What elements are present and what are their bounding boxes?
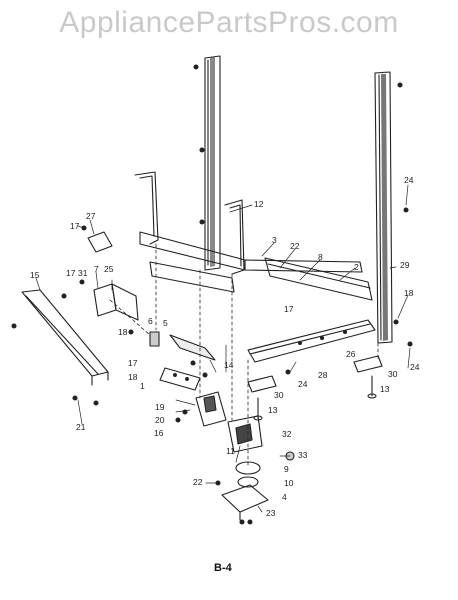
callout-8: 8 bbox=[318, 252, 323, 262]
left-base-plate bbox=[21, 289, 109, 386]
callout-30-a: 30 bbox=[274, 390, 284, 400]
part-30-left bbox=[247, 375, 277, 393]
callout-17-c: 17 bbox=[128, 358, 138, 368]
callout-11: 11 bbox=[226, 446, 235, 456]
assembly-16 bbox=[195, 391, 227, 427]
callout-30-b: 30 bbox=[388, 369, 398, 379]
callout-28: 28 bbox=[318, 370, 328, 380]
callout-7: 7 bbox=[94, 264, 99, 274]
callout-1: 1 bbox=[140, 381, 145, 391]
callout-19: 19 bbox=[155, 402, 165, 412]
callout-3: 3 bbox=[272, 235, 277, 245]
rear-frame bbox=[134, 171, 363, 293]
front-crossbar bbox=[247, 319, 376, 363]
callout-18-c: 18 bbox=[404, 288, 414, 298]
leader-lines bbox=[35, 184, 411, 513]
callout-6: 6 bbox=[148, 316, 153, 326]
callout-22-b: 22 bbox=[193, 477, 203, 487]
part-1-assembly bbox=[159, 367, 201, 391]
studs-13 bbox=[253, 375, 377, 421]
callout-26: 26 bbox=[346, 349, 356, 359]
callout-27: 27 bbox=[86, 211, 96, 221]
callout-18-a: 18 bbox=[118, 327, 128, 337]
callout-23: 23 bbox=[266, 508, 276, 518]
callout-12: 12 bbox=[254, 199, 264, 209]
right-vertical-rail bbox=[374, 71, 403, 344]
callout-2: 2 bbox=[354, 262, 359, 272]
assembly-guides bbox=[109, 243, 379, 466]
callout-21: 21 bbox=[76, 422, 86, 432]
watermark-text: AppliancePartsPros.com bbox=[59, 6, 399, 39]
callout-4: 4 bbox=[282, 492, 287, 502]
callout-22-a: 22 bbox=[290, 241, 300, 251]
part-5 bbox=[169, 334, 216, 361]
callout-33: 33 bbox=[298, 450, 308, 460]
callout-14: 14 bbox=[224, 360, 234, 370]
callout-24-a: 24 bbox=[404, 175, 414, 185]
callout-16: 16 bbox=[154, 428, 164, 438]
callout-15: 15 bbox=[30, 270, 40, 280]
bracket-27 bbox=[87, 231, 113, 253]
page-label: B-4 bbox=[214, 562, 232, 574]
callout-labels: 1 2 3 4 5 6 7 8 9 10 11 12 13 13 14 15 1… bbox=[30, 175, 420, 518]
screws bbox=[11, 207, 413, 525]
callout-17-b: 17 bbox=[66, 268, 76, 278]
callout-31: 31 bbox=[78, 268, 88, 278]
callout-13-a: 13 bbox=[268, 405, 278, 415]
bracket-25 bbox=[93, 283, 139, 321]
right-side-bar bbox=[264, 257, 373, 301]
left-vertical-rail bbox=[193, 55, 221, 271]
part-30-right bbox=[353, 355, 383, 373]
callout-5: 5 bbox=[163, 318, 168, 328]
callout-18-b: 18 bbox=[128, 372, 138, 382]
callout-17-d: 17 bbox=[284, 304, 294, 314]
callout-9: 9 bbox=[284, 464, 289, 474]
callout-24-b: 24 bbox=[298, 379, 308, 389]
callout-29: 29 bbox=[400, 260, 410, 270]
callout-24-c: 24 bbox=[410, 362, 420, 372]
callout-13-b: 13 bbox=[380, 384, 390, 394]
part-6 bbox=[149, 331, 160, 347]
base-plate-4 bbox=[221, 484, 269, 521]
callout-10: 10 bbox=[284, 478, 294, 488]
ring-10 bbox=[237, 476, 259, 488]
callout-25: 25 bbox=[104, 264, 114, 274]
callout-17-a: 17 bbox=[70, 221, 80, 231]
callout-20: 20 bbox=[155, 415, 165, 425]
callout-32: 32 bbox=[282, 429, 292, 439]
